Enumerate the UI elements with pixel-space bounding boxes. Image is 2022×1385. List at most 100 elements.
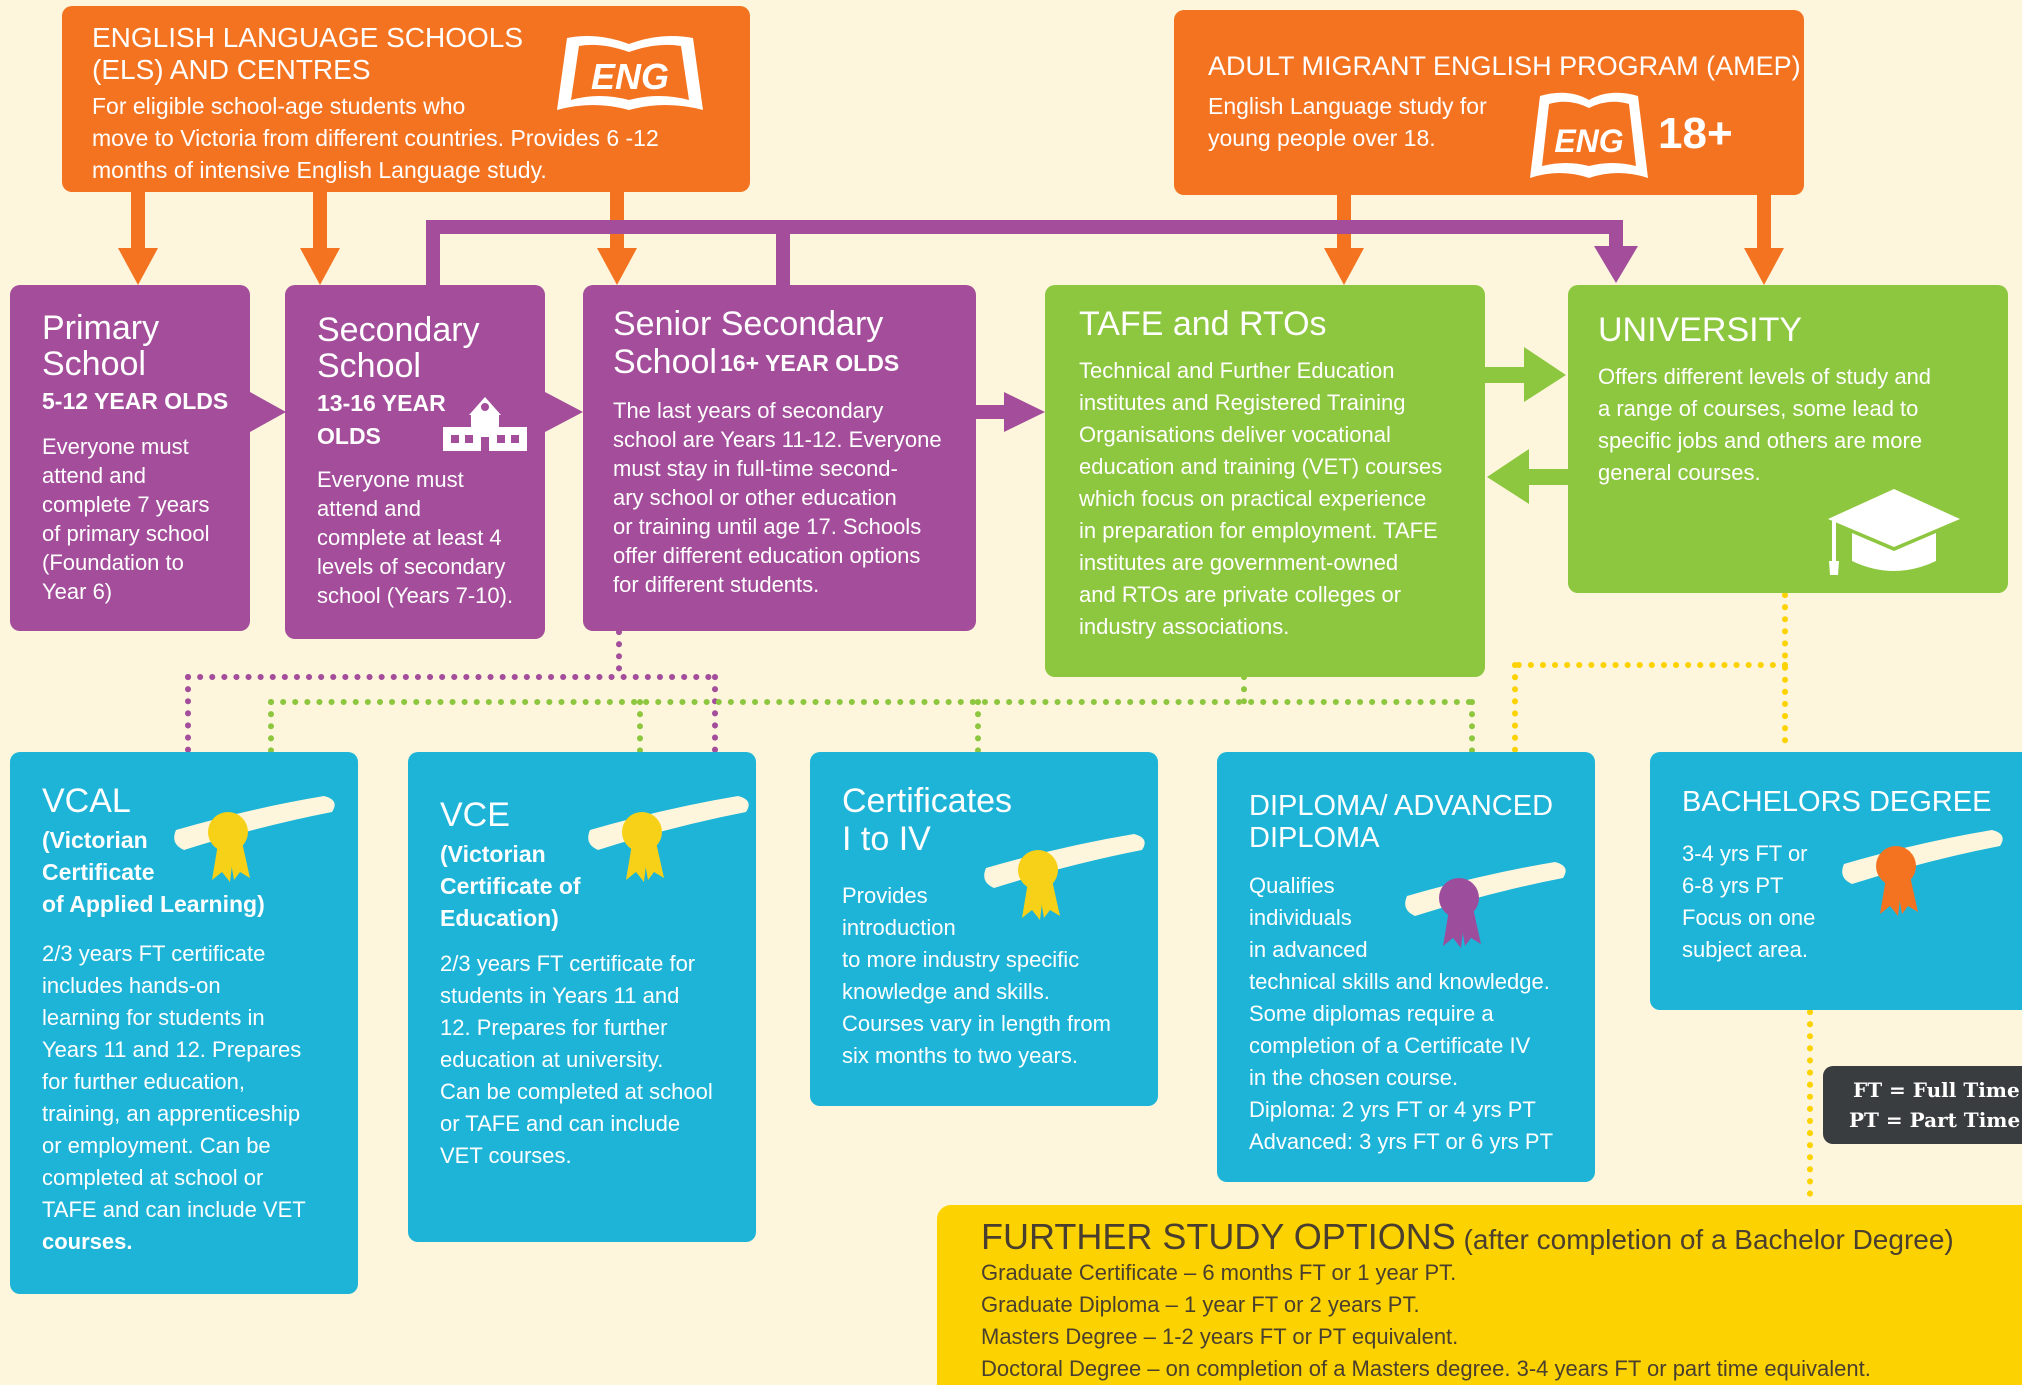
further-study-title-suffix: (after completion of a Bachelor Degree) (1455, 1224, 1954, 1255)
diploma-body-line-3: in advanced (1249, 937, 1368, 962)
certificates-body-line-5: Courses vary in length from (842, 1011, 1111, 1036)
primary-title-line-2: School (42, 345, 146, 383)
amep-box: ADULT MIGRANT ENGLISH PROGRAM (AMEP) Eng… (1174, 10, 1804, 195)
tafe-body-line-8: and RTOs are private colleges or (1079, 582, 1402, 607)
secondary-body-line-5: school (Years 7-10). (317, 583, 514, 608)
primary-body-line-6: Year 6) (42, 579, 113, 604)
vcal-sub-line-2: Certificate (42, 859, 155, 885)
secondary-body-line-1: Everyone must (317, 467, 464, 492)
tafe-body-line-3: Organisations deliver vocational (1079, 422, 1391, 447)
secondary-school-box: Secondary School 13-16 YEAR OLDS Everyon… (285, 285, 545, 639)
senior-secondary-box: Senior Secondary School 16+ YEAR OLDS Th… (583, 285, 976, 631)
diploma-body-line-7: in the chosen course. (1249, 1065, 1459, 1090)
senior-body-line-5: or training until age 17. Schools (613, 514, 922, 539)
vcal-body-line-9: TAFE and can include VET (42, 1197, 306, 1222)
primary-school-box: Primary School 5-12 YEAR OLDS Everyone m… (10, 285, 250, 631)
vcal-body-last: courses. (42, 1229, 133, 1254)
diploma-body-line-6: completion of a Certificate IV (1249, 1033, 1531, 1058)
senior-age: 16+ YEAR OLDS (720, 350, 900, 376)
certificates-title-line-1: Certificates (842, 782, 1013, 820)
diploma-body-line-2: individuals (1249, 905, 1352, 930)
primary-body-line-3: complete 7 years (42, 492, 210, 517)
certificates-box: Certificates I to IV Provides introducti… (810, 752, 1158, 1106)
senior-body-line-6: offer different education options (613, 543, 921, 568)
senior-body-line-1: The last years of secondary (613, 398, 884, 423)
secondary-title-line-1: Secondary (317, 311, 480, 349)
certificate-ribbon-icon (1405, 862, 1566, 948)
vce-body-line-6: or TAFE and can include (440, 1111, 681, 1136)
university-box: UNIVERSITY Offers different levels of st… (1568, 285, 2008, 593)
university-body-line-3: specific jobs and others are more (1598, 428, 1923, 453)
eng-book-icon: ENG (557, 36, 703, 110)
further-item-2: Graduate Diploma – 1 year FT or 2 years … (981, 1292, 1420, 1317)
vcal-sub-line-3: of Applied Learning) (42, 891, 265, 917)
university-title: UNIVERSITY (1598, 311, 1803, 349)
vce-body-line-4: education at university. (440, 1047, 664, 1072)
certificates-body-line-2: introduction (842, 915, 956, 940)
bachelors-body-line-1: 3-4 yrs FT or (1682, 841, 1808, 866)
vce-sub-line-1: (Victorian (440, 841, 546, 867)
university-body-line-4: general courses. (1598, 460, 1761, 485)
dotted-connector-yellow (1512, 592, 1813, 1208)
primary-age: 5-12 YEAR OLDS (42, 388, 229, 414)
school-building-icon (443, 397, 527, 451)
vce-body-line-5: Can be completed at school (440, 1079, 713, 1104)
els-body-line-2: move to Victoria from different countrie… (92, 125, 659, 151)
bachelors-title: BACHELORS DEGREE (1682, 786, 1992, 818)
vce-body-line-2: students in Years 11 and (440, 983, 680, 1008)
secondary-age-line-1: 13-16 YEAR (317, 390, 446, 416)
els-box: ENGLISH LANGUAGE SCHOOLS (ELS) AND CENTR… (62, 6, 750, 192)
tafe-title: TAFE and RTOs (1079, 305, 1327, 343)
further-study-title: FURTHER STUDY OPTIONS (after completion … (981, 1215, 1954, 1262)
vcal-body-line-8: completed at school or (42, 1165, 264, 1190)
vcal-body-line-6: training, an apprenticeship (42, 1101, 301, 1126)
senior-title-line-1: Senior Secondary (613, 305, 884, 343)
eng-book-icon: ENG (1530, 92, 1648, 178)
dotted-connector-purple (185, 629, 718, 755)
certificate-ribbon-icon (1842, 830, 2003, 916)
amep-body-line-2: young people over 18. (1208, 125, 1436, 151)
further-item-4: Doctoral Degree – on completion of a Mas… (981, 1356, 1871, 1381)
vcal-body-line-5: for further education, (42, 1069, 246, 1094)
vce-body-line-1: 2/3 years FT certificate for (440, 951, 696, 976)
tafe-body-line-2: institutes and Registered Training (1079, 390, 1406, 415)
legend-pt: PT = Part Time (1849, 1108, 2021, 1132)
svg-text:ENG: ENG (1554, 123, 1623, 159)
bachelors-box: BACHELORS DEGREE 3-4 yrs FT or 6-8 yrs P… (1650, 752, 2022, 1010)
primary-title-line-1: Primary (42, 309, 160, 347)
tafe-box: TAFE and RTOs Technical and Further Educ… (1045, 285, 1485, 677)
diploma-box: DIPLOMA/ ADVANCED DIPLOMA Qualifies indi… (1217, 752, 1595, 1182)
further-study-title-main: FURTHER STUDY OPTIONS (981, 1216, 1456, 1257)
amep-title: ADULT MIGRANT ENGLISH PROGRAM (AMEP) (1208, 51, 1801, 81)
vcal-body-line-2: includes hands-on (42, 973, 221, 998)
vce-body-line-7: VET courses. (440, 1143, 572, 1168)
senior-body-line-3: must stay in full-time second- (613, 456, 898, 481)
els-title-line-1: ENGLISH LANGUAGE SCHOOLS (92, 22, 524, 53)
primary-body-line-4: of primary school (42, 521, 210, 546)
dotted-connector-green (268, 674, 1475, 755)
tafe-body-line-1: Technical and Further Education (1079, 358, 1395, 383)
tafe-body-line-9: industry associations. (1079, 614, 1290, 639)
senior-body-line-2: school are Years 11-12. Everyone (613, 427, 942, 452)
vce-box: VCE (Victorian Certificate of Education)… (408, 752, 756, 1242)
secondary-body-line-4: levels of secondary (317, 554, 506, 579)
diploma-title-line-2: DIPLOMA (1249, 822, 1380, 854)
orange-arrows (118, 190, 1784, 285)
els-body-line-3: months of intensive English Language stu… (92, 157, 547, 183)
certificates-body-line-1: Provides (842, 883, 928, 908)
svg-text:ENG: ENG (591, 56, 669, 97)
vcal-body-line-1: 2/3 years FT certificate (42, 941, 266, 966)
university-body-line-1: Offers different levels of study and (1598, 364, 1932, 389)
vcal-sub-line-1: (Victorian (42, 827, 148, 853)
vce-title: VCE (440, 796, 510, 834)
graduation-cap-icon (1828, 489, 1960, 575)
vcal-body-line-3: learning for students in (42, 1005, 265, 1030)
diploma-body-line-1: Qualifies (1249, 873, 1335, 898)
vcal-box: VCAL (Victorian Certificate of Applied L… (10, 752, 358, 1294)
certificate-ribbon-icon (984, 834, 1145, 920)
secondary-body-line-2: attend and (317, 496, 421, 521)
bachelors-body-line-3: Focus on one (1682, 905, 1816, 930)
amep-body-line-1: English Language study for (1208, 93, 1487, 119)
senior-body-line-7: for different students. (613, 572, 820, 597)
